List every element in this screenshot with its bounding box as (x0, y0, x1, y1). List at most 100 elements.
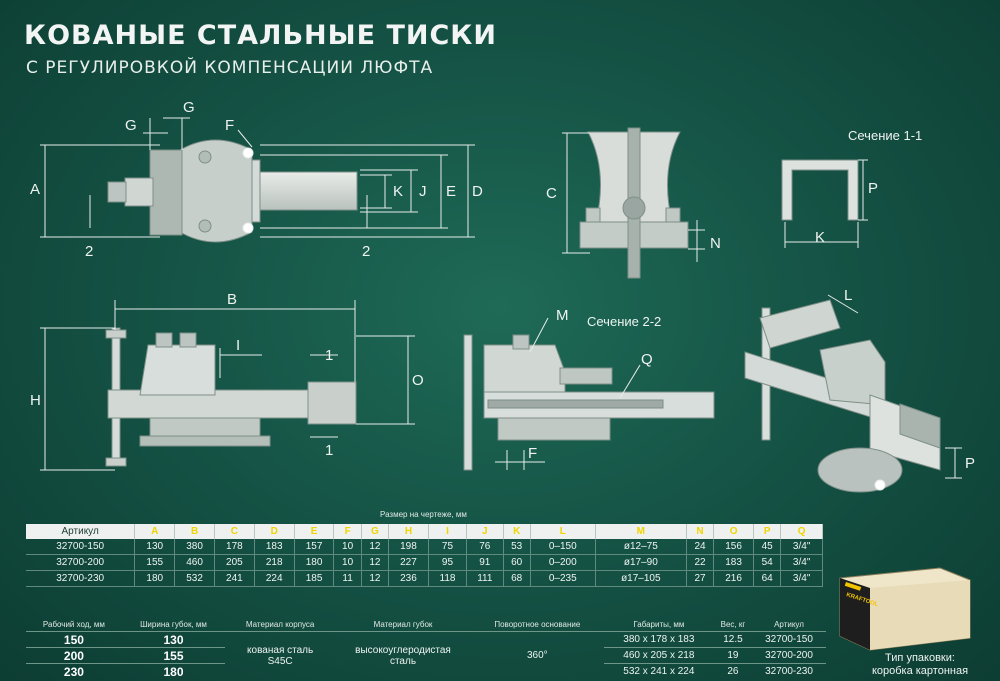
label-F-top: F (225, 117, 234, 134)
body-material-cell: кованая сталь S45C (225, 631, 336, 679)
spec-cell: 183 (254, 539, 295, 555)
spec-cell: 12 (361, 570, 390, 587)
header-B: B (174, 524, 215, 539)
info-header-7: Артикул (774, 619, 804, 629)
label-O: O (412, 372, 424, 389)
top-view-drawing (40, 117, 475, 243)
spec-cell: 12 (361, 539, 390, 555)
info-header-6: Вес, кг (720, 619, 746, 629)
weight-cell: 12.5 (713, 631, 752, 648)
spec-cell: 32700-200 (26, 554, 136, 571)
section-2-2-drawing (463, 317, 715, 471)
spec-cell: 76 (466, 539, 504, 555)
jaw-width-cell: 130 (121, 631, 226, 648)
label-M: M (556, 307, 569, 324)
spec-cell: 32700-150 (26, 539, 136, 555)
weight-cell: 26 (713, 663, 752, 679)
info-table: Рабочий ход, мм Ширина губок, мм Материал … (26, 617, 826, 679)
spec-cell: ø17–90 (595, 554, 687, 571)
spec-table-caption: Размер на чертеже, мм (380, 510, 467, 519)
info-header-2: Материал корпуса (245, 619, 315, 629)
spec-cell: 532 (174, 570, 215, 587)
spec-cell: 12 (361, 554, 390, 571)
spec-cell: 11 (333, 570, 362, 587)
label-2-right: 2 (362, 243, 370, 260)
spec-cell: 156 (713, 539, 755, 555)
table-row: 230 180 532 x 241 x 224 26 32700-230 (26, 663, 826, 679)
spec-cell: 380 (174, 539, 215, 555)
label-L: L (844, 287, 852, 304)
info-header-5: Габариты, мм (633, 619, 685, 629)
travel-cell: 150 (26, 631, 122, 648)
header-J: J (466, 524, 504, 539)
spec-cell: 32700-230 (26, 570, 136, 587)
label-G-left: G (125, 117, 137, 134)
label-B: B (227, 291, 237, 308)
label-K-top: K (393, 183, 403, 200)
spec-cell: 198 (388, 539, 429, 555)
spec-cell: 111 (466, 570, 504, 587)
page-subtitle: С РЕГУЛИРОВКОЙ КОМПЕНСАЦИИ ЛЮФТА (26, 58, 434, 78)
label-1-top: 1 (325, 347, 333, 364)
header-G: G (361, 524, 390, 539)
spec-cell: 54 (753, 554, 782, 571)
section-1-1-drawing (781, 159, 868, 248)
spec-cell: 227 (388, 554, 429, 571)
header-Q: Q (780, 524, 823, 539)
spec-cell: 0–150 (530, 539, 596, 555)
spec-cell: 95 (428, 554, 468, 571)
spec-cell: 22 (686, 554, 715, 571)
weight-cell: 19 (713, 647, 752, 664)
label-Q: Q (641, 351, 653, 368)
header-M: M (595, 524, 687, 539)
spec-cell: 75 (428, 539, 468, 555)
front-section-drawing (562, 127, 705, 279)
rotation-cell: 360° (470, 631, 604, 679)
section-2-2-title: Сечение 2-2 (587, 314, 661, 329)
spec-cell: 185 (294, 570, 335, 587)
label-1-bottom: 1 (325, 442, 333, 459)
header-D: D (254, 524, 295, 539)
label-I: I (236, 337, 240, 354)
table-row: 200 155 460 x 205 x 218 19 32700-200 (26, 647, 826, 664)
jaw-width-cell: 180 (121, 663, 226, 679)
package-box-image: KRAFTOOL (839, 567, 971, 651)
package-label-line1: Тип упаковки: (885, 652, 955, 664)
dimensions-cell: 532 x 241 x 224 (603, 663, 714, 679)
article-cell: 32700-230 (752, 663, 826, 679)
spec-cell: 180 (294, 554, 335, 571)
spec-cell: 218 (254, 554, 295, 571)
table-row: 150 130 кованая сталь S45C высокоуглерод… (26, 631, 826, 679)
label-K-section: K (815, 229, 825, 246)
header-C: C (214, 524, 255, 539)
label-H: H (30, 392, 41, 409)
info-header-3: Материал губок (373, 619, 433, 629)
spec-cell: 0–235 (530, 570, 596, 587)
travel-cell: 200 (26, 647, 122, 664)
header-L: L (530, 524, 596, 539)
article-cell: 32700-150 (752, 631, 826, 648)
spec-cell: 178 (214, 539, 255, 555)
spec-cell: 27 (686, 570, 715, 587)
spec-cell: 460 (174, 554, 215, 571)
spec-cell: 183 (713, 554, 755, 571)
spec-cell: 3/4" (780, 539, 823, 555)
info-header-0: Рабочий ход, мм (42, 619, 105, 629)
header-A: A (134, 524, 176, 539)
page-title: КОВАНЫЕ СТАЛЬНЫЕ ТИСКИ (24, 20, 497, 51)
header-P: P (753, 524, 782, 539)
header-H: H (388, 524, 429, 539)
info-header-1: Ширина губок, мм (140, 619, 207, 629)
spec-cell: ø12–75 (595, 539, 687, 555)
spec-cell: 216 (713, 570, 755, 587)
label-D: D (472, 183, 483, 200)
travel-cell: 230 (26, 663, 122, 679)
spec-cell: 53 (503, 539, 531, 555)
header-F: F (333, 524, 362, 539)
spec-cell: 3/4" (780, 570, 823, 587)
spec-cell: 60 (503, 554, 531, 571)
spec-cell: 64 (753, 570, 782, 587)
